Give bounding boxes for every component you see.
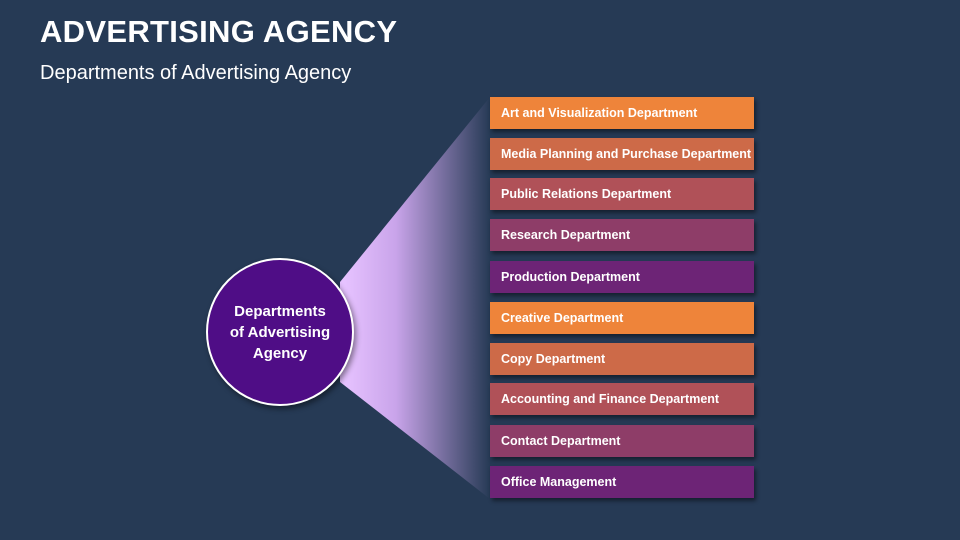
department-item-office-management: Office Management — [490, 466, 754, 498]
hub-circle: Departments of Advertising Agency — [206, 258, 354, 406]
department-item-art-and-visualization: Art and Visualization Department — [490, 97, 754, 129]
department-item-accounting-and-finance: Accounting and Finance Department — [490, 383, 754, 415]
department-item-research: Research Department — [490, 219, 754, 251]
department-item-contact: Contact Department — [490, 425, 754, 457]
department-item-production: Production Department — [490, 261, 754, 293]
department-item-media-planning: Media Planning and Purchase Department — [490, 138, 754, 170]
hub-label-line: Agency — [252, 344, 308, 362]
slide-title: ADVERTISING AGENCY — [40, 14, 398, 49]
hub-label-line: Departments — [234, 302, 326, 320]
slide-subtitle: Departments of Advertising Agency — [40, 62, 352, 84]
department-item-creative: Creative Department — [490, 302, 754, 334]
department-item-public-relations: Public Relations Department — [490, 178, 754, 210]
hub-label-line: of Advertising — [229, 323, 331, 341]
hub-label: Departments of Advertising Agency — [221, 301, 339, 364]
fan-shape — [340, 97, 490, 499]
department-item-copy: Copy Department — [490, 343, 754, 375]
